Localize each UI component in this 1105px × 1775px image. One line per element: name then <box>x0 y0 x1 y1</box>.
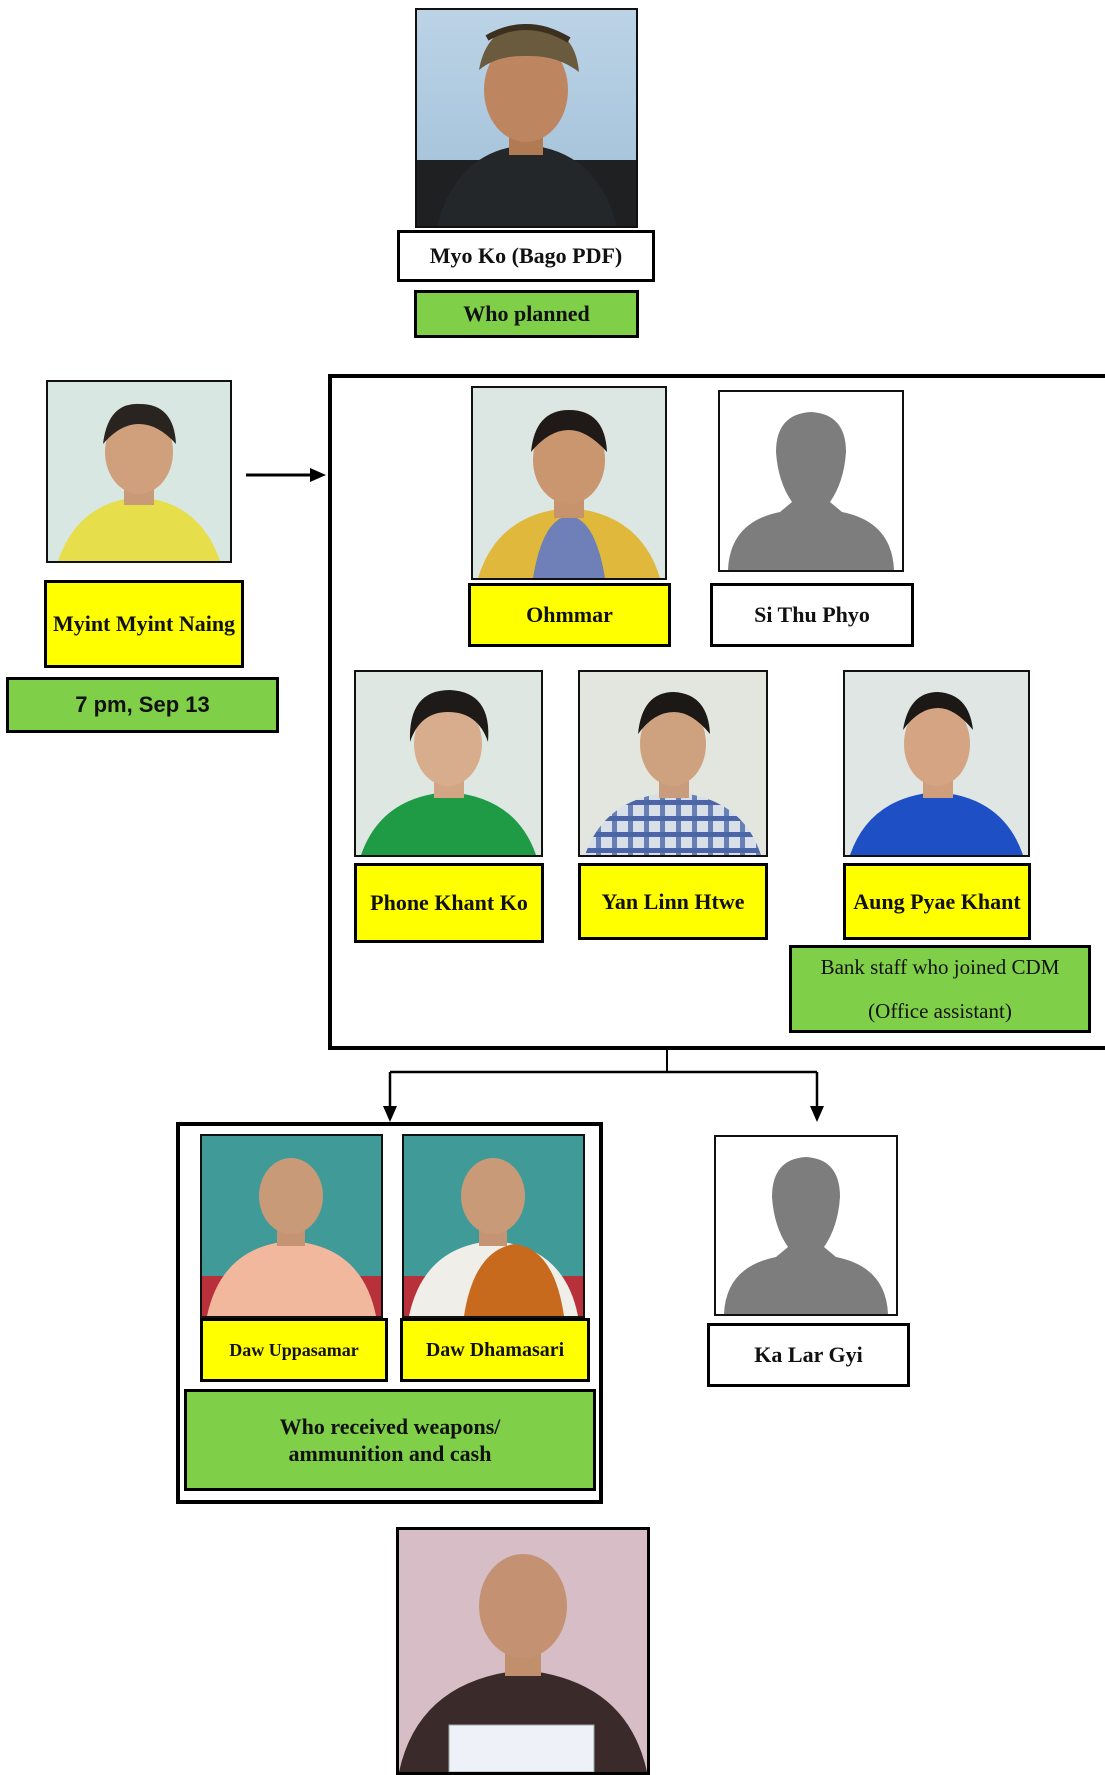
photo-ka-lar-gyi <box>714 1135 898 1316</box>
name-text: Ka Lar Gyi <box>754 1342 863 1368</box>
role-label-planner: Who planned <box>414 290 639 338</box>
role-text: Who received weapons/ ammunition and cas… <box>279 1413 501 1467</box>
person-silhouette-icon <box>724 1157 888 1314</box>
person-silhouette-icon <box>728 412 894 570</box>
photo-myo-ko <box>415 8 638 228</box>
photo-daw-dhamasari <box>402 1134 585 1318</box>
photo-myint-myint-naing <box>46 380 232 563</box>
name-label-daw-dhamasari: Daw Dhamasari <box>400 1318 590 1382</box>
name-text: Myo Ko (Bago PDF) <box>429 243 623 269</box>
receivers-frame <box>176 1122 603 1504</box>
name-text: Daw Uppasamar <box>229 1339 359 1360</box>
arrow-to-group <box>246 465 326 485</box>
name-label-si-thu-phyo: Si Thu Phyo <box>710 583 914 647</box>
role-text: Who planned <box>463 301 590 327</box>
name-text: Myint Myint Naing <box>52 611 236 637</box>
name-text: Daw Dhamasari <box>425 1338 565 1361</box>
time-text: 7 pm, Sep 13 <box>75 692 210 718</box>
name-text: Aung Pyae Khant <box>853 888 1021 914</box>
photo-yan-linn-htwe <box>578 670 768 857</box>
name-label-ohmmar: Ohmmar <box>468 583 671 647</box>
name-text: Yan Linn Htwe <box>601 888 745 914</box>
role-label-aung-pyae-khant: Bank staff who joined CDM (Office assist… <box>789 945 1091 1033</box>
role-label-receivers: Who received weapons/ ammunition and cas… <box>184 1389 596 1491</box>
photo-bottom-person <box>396 1527 650 1775</box>
name-label-phone-khant-ko: Phone Khant Ko <box>354 863 544 943</box>
group-frame <box>328 374 1105 1050</box>
name-text: Phone Khant Ko <box>370 890 528 916</box>
name-label-yan-linn-htwe: Yan Linn Htwe <box>578 863 768 940</box>
name-label-myint-myint-naing: Myint Myint Naing <box>44 580 244 668</box>
photo-daw-uppasamar <box>200 1134 383 1318</box>
photo-phone-khant-ko <box>354 670 543 857</box>
name-label-myo-ko: Myo Ko (Bago PDF) <box>397 230 655 282</box>
name-text: Si Thu Phyo <box>754 602 870 628</box>
time-label: 7 pm, Sep 13 <box>6 677 279 733</box>
name-label-daw-uppasamar: Daw Uppasamar <box>200 1318 388 1382</box>
name-label-ka-lar-gyi: Ka Lar Gyi <box>707 1323 910 1387</box>
photo-si-thu-phyo <box>718 390 904 572</box>
photo-ohmmar <box>471 386 667 580</box>
photo-aung-pyae-khant <box>843 670 1030 857</box>
role-text: Bank staff who joined CDM (Office assist… <box>820 955 1060 1023</box>
name-label-aung-pyae-khant: Aung Pyae Khant <box>843 863 1031 940</box>
branch-connector <box>380 1050 830 1124</box>
name-text: Ohmmar <box>526 602 613 628</box>
